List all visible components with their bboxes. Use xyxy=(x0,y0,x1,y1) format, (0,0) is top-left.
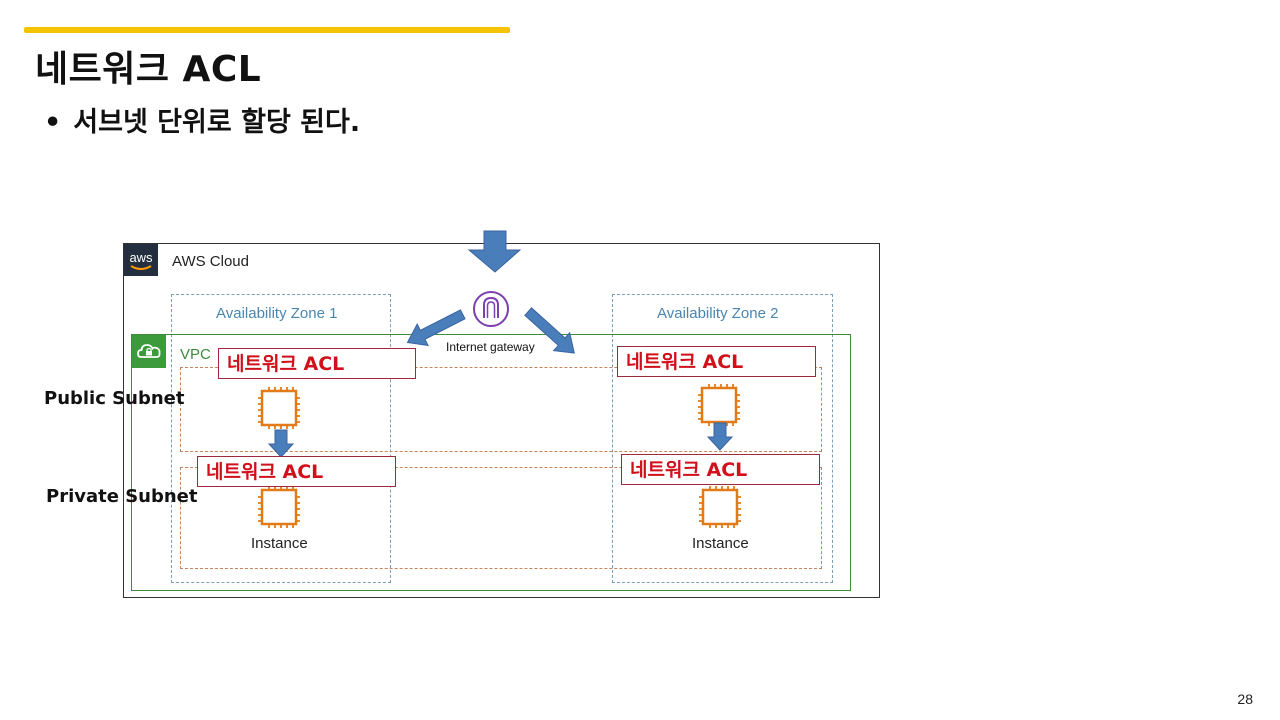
ec2-instance-icon-az1-private xyxy=(258,486,300,528)
vpc-lock-cloud-icon xyxy=(132,335,166,368)
title-accent-bar xyxy=(24,27,510,33)
public-subnet-area xyxy=(180,367,822,452)
ec2-instance-icon-az1-public xyxy=(258,387,300,429)
gateway-arrow-left xyxy=(406,309,466,347)
aws-cloud-label: AWS Cloud xyxy=(172,253,249,270)
bullet-item: • 서브넷 단위로 할당 된다. xyxy=(44,100,360,139)
internet-gateway-label: Internet gateway xyxy=(446,340,535,354)
vpc-label: VPC xyxy=(180,346,211,363)
acl-box-az1-public: 네트워크 ACL xyxy=(218,348,416,379)
aws-logo-icon: aws xyxy=(124,244,158,276)
az1-label: Availability Zone 1 xyxy=(216,305,338,322)
slide-title: 네트워크 ACL xyxy=(35,49,262,90)
instance-label-az2: Instance xyxy=(692,535,749,552)
acl-box-az1-private: 네트워크 ACL xyxy=(197,456,396,487)
private-subnet-label: Private Subnet xyxy=(46,486,198,507)
acl-box-az2-public: 네트워크 ACL xyxy=(617,346,816,377)
az2-label: Availability Zone 2 xyxy=(657,305,779,322)
subnet-arrow-az1 xyxy=(267,429,295,458)
inbound-traffic-arrow xyxy=(467,230,522,273)
bullet-dot-icon: • xyxy=(44,107,62,138)
aws-logo-text: aws xyxy=(129,250,153,265)
gateway-arrow-right xyxy=(524,307,575,354)
bullet-text: 서브넷 단위로 할당 된다. xyxy=(73,107,361,138)
instance-label-az1: Instance xyxy=(251,535,308,552)
page-number: 28 xyxy=(1237,691,1253,707)
subnet-arrow-az2 xyxy=(706,422,734,451)
ec2-instance-icon-az2-private xyxy=(699,486,741,528)
availability-zone-1 xyxy=(171,294,391,583)
ec2-instance-icon-az2-public xyxy=(698,384,740,426)
vpc-container xyxy=(131,334,851,591)
availability-zone-2 xyxy=(612,294,833,583)
acl-box-az2-private: 네트워크 ACL xyxy=(621,454,820,485)
public-subnet-label: Public Subnet xyxy=(44,388,185,409)
private-subnet-area xyxy=(180,467,822,569)
internet-gateway-icon xyxy=(473,291,509,327)
